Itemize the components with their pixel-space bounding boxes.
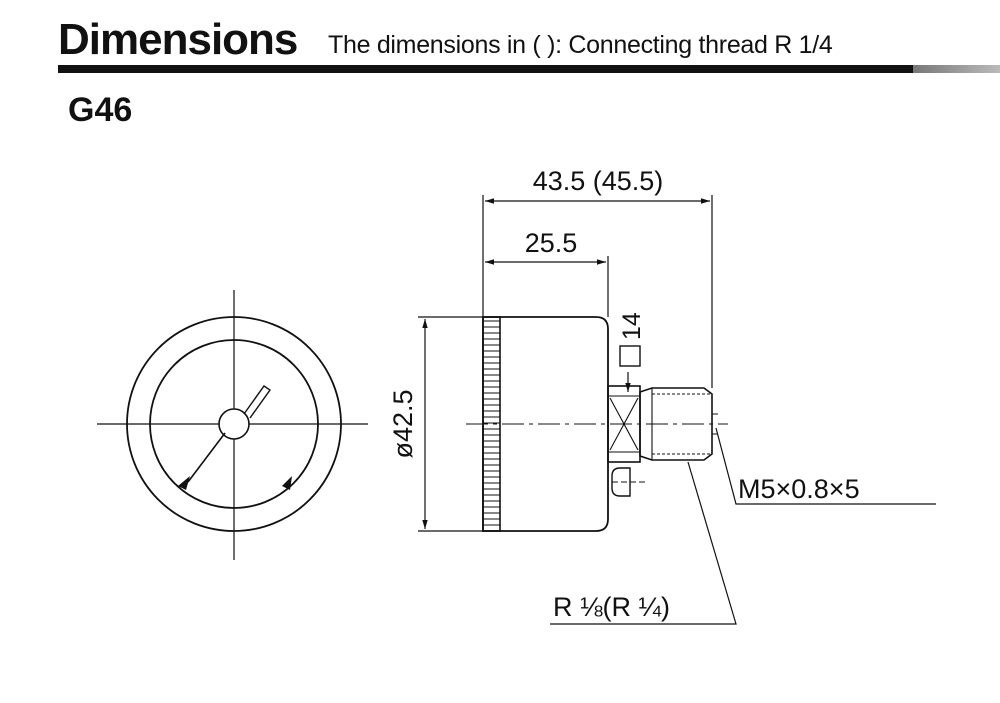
header-rule-fade [913, 65, 1000, 73]
hex-flat-mark [609, 397, 639, 451]
port-thread-leader [715, 427, 936, 505]
body-length-label: 25.5 [525, 228, 578, 258]
threaded-stem [639, 387, 713, 461]
gauge-outer-ring [126, 316, 342, 532]
connection-thread-leader [550, 461, 737, 625]
knurl-lines [483, 320, 500, 526]
connection-thread-label: R ⅛(R ¼) [553, 592, 670, 622]
diameter-label: ø42.5 [388, 389, 418, 458]
section-subtitle: The dimensions in ( ): Connecting thread… [328, 31, 833, 59]
gauge-needle [187, 432, 226, 483]
side-plug [611, 467, 631, 497]
header-rule [58, 65, 913, 73]
scale-end-mark [282, 476, 292, 490]
needle-hub [218, 408, 250, 440]
section-title: Dimensions [58, 15, 298, 64]
hex-size-label: 14 [618, 312, 646, 340]
gauge-dial-ring [149, 339, 319, 509]
section-header: Dimensions The dimensions in ( ): Connec… [58, 10, 1000, 74]
case-body [482, 316, 609, 532]
scale-start-mark [178, 476, 190, 490]
model-label: G46 [68, 91, 133, 129]
needle-tail [243, 385, 271, 419]
square-symbol [619, 345, 641, 367]
front-view [97, 290, 368, 560]
side-view [466, 316, 728, 532]
port-thread-label: M5×0.8×5 [738, 474, 860, 504]
dimension-lines [418, 195, 936, 625]
overall-length-label: 43.5 (45.5) [533, 166, 664, 196]
